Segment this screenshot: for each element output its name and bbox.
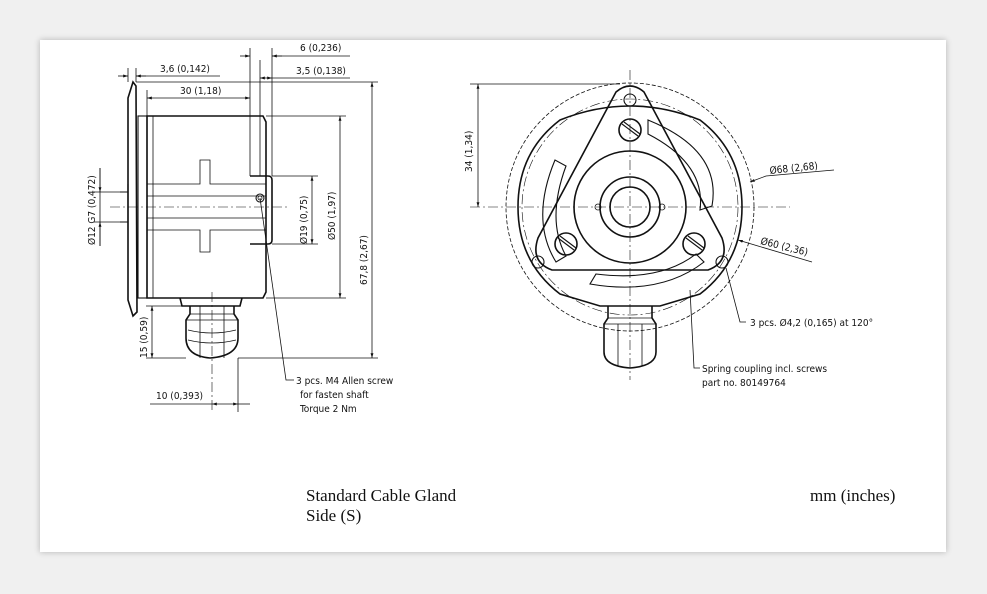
callout-line-2: for fasten shaft [300, 390, 369, 401]
dim-10: 10 (0,393) [156, 391, 203, 402]
screw-right [682, 232, 706, 256]
encoder-housing [146, 115, 267, 299]
coupling-note-2: part no. 80149764 [702, 378, 786, 389]
dim-15: 15 (0,59) [139, 317, 150, 358]
side-view: 3,6 (0,142) 30 (1,18) 6 (0,236) 3,5 (0,1… [86, 43, 393, 415]
mount-hole-right [715, 255, 729, 269]
title-line-2: Side (S) [306, 506, 362, 525]
dim-68: Ø68 (2,68) [769, 160, 818, 177]
clamp-ring [250, 175, 273, 245]
gland-base [179, 297, 243, 307]
screw-left [554, 232, 578, 256]
dim-3-6: 3,6 (0,142) [160, 64, 210, 75]
bolt-circle-60 [521, 98, 739, 316]
dim-30: 30 (1,18) [180, 86, 221, 97]
dim-60: Ø60 (2,36) [759, 235, 809, 258]
dim-67-8: 67,8 (2,67) [359, 235, 370, 285]
title-line-1: Standard Cable Gland [306, 486, 457, 505]
dim-34: 34 (1,34) [464, 131, 475, 172]
dim-12: Ø12 G7 (0,472) [86, 175, 98, 245]
mount-hole-left [531, 255, 545, 269]
coupling-note-1: Spring coupling incl. screws [702, 364, 827, 375]
callout-line-3: Torque 2 Nm [299, 404, 357, 415]
dim-50: Ø50 (1,97) [326, 192, 338, 240]
drawing-sheet: 3,6 (0,142) 30 (1,18) 6 (0,236) 3,5 (0,1… [40, 40, 946, 552]
flange-plate [127, 80, 138, 318]
cable-gland [185, 306, 239, 359]
drawing-title: Standard Cable Gland Side (S) [306, 486, 456, 526]
callout-line-1: 3 pcs. M4 Allen screw [296, 376, 393, 387]
housing-face [517, 105, 743, 307]
technical-drawing: 3,6 (0,142) 30 (1,18) 6 (0,236) 3,5 (0,1… [86, 43, 873, 415]
dim-3-5: 3,5 (0,138) [296, 66, 346, 77]
front-view: 34 (1,34) Ø68 (2,68) Ø60 (2,36) 3 pcs. Ø… [464, 70, 873, 389]
dim-19: Ø19 (0,75) [298, 196, 310, 244]
dim-6: 6 (0,236) [300, 43, 341, 54]
units-label: mm (inches) [810, 486, 896, 505]
holes-note: 3 pcs. Ø4,2 (0,165) at 120° [750, 317, 873, 329]
